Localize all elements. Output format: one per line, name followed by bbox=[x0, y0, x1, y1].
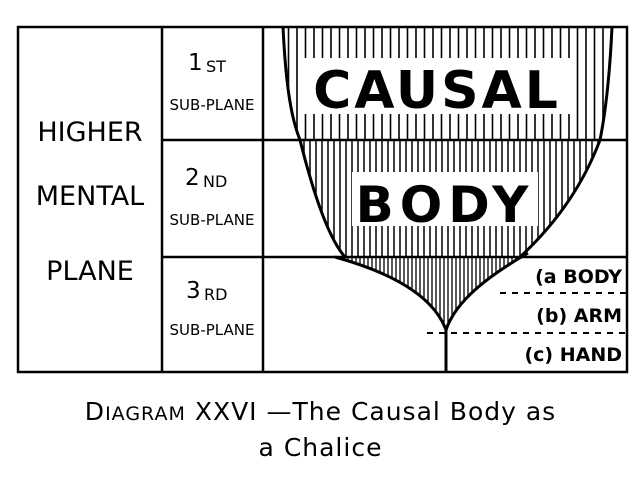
part-a-body: (a BODY bbox=[535, 266, 622, 288]
caption-initial: D bbox=[84, 397, 106, 426]
subplane-2-number: 2 bbox=[185, 165, 200, 191]
chalice-word-causal: CAUSAL bbox=[313, 61, 561, 121]
caption-rest: XXVI —The Causal Body as bbox=[185, 397, 557, 426]
part-b-arm: (b) ARM bbox=[536, 305, 622, 327]
part-c-hand: (c) HAND bbox=[524, 344, 622, 366]
subplane-3-suffix: RD bbox=[204, 285, 227, 304]
table-grid bbox=[16, 25, 629, 374]
subplane-2-label: SUB-PLANE bbox=[170, 211, 255, 229]
subplane-1-suffix: ST bbox=[206, 57, 226, 76]
word-causal-bg bbox=[298, 58, 576, 114]
subplane-1-number: 1 bbox=[188, 50, 203, 76]
caption-line-1: DIAGRAM XXVI —The Causal Body as bbox=[0, 396, 641, 430]
chalice-word-body: BODY bbox=[356, 176, 535, 234]
plane-label-line-3: PLANE bbox=[46, 256, 134, 287]
causal-body-diagram: HIGHER MENTAL PLANE 1 ST SUB-PLANE 2 ND … bbox=[16, 25, 629, 374]
plane-label-line-1: HIGHER bbox=[37, 117, 142, 148]
subplane-1-label: SUB-PLANE bbox=[170, 96, 255, 114]
subplane-3-number: 3 bbox=[186, 278, 201, 304]
caption-smallcaps: IAGRAM bbox=[105, 403, 186, 425]
caption-line-2: a Chalice bbox=[258, 433, 383, 462]
subplane-3-label: SUB-PLANE bbox=[170, 321, 255, 339]
subplane-2-suffix: ND bbox=[203, 172, 227, 191]
plane-label-line-2: MENTAL bbox=[36, 181, 144, 212]
